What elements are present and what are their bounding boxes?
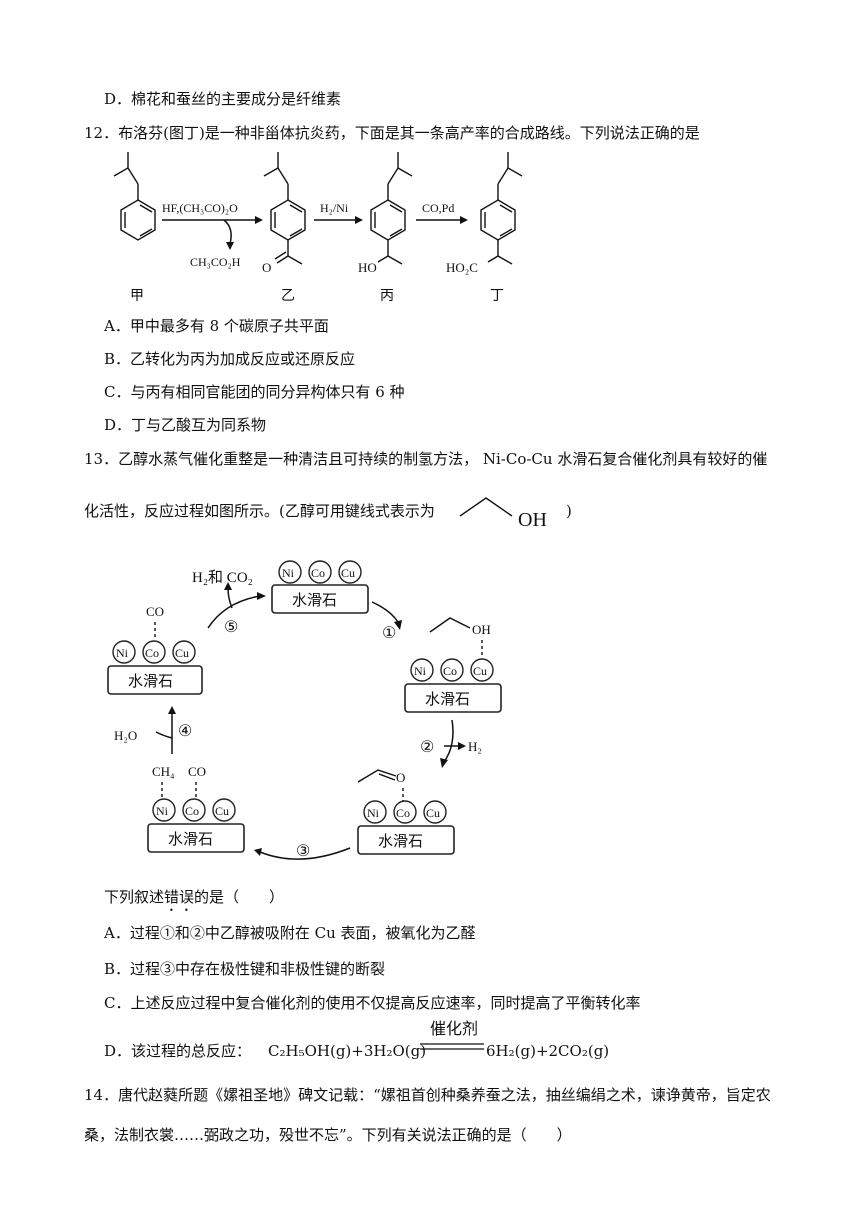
- compound-ding: HO₂C: [446, 152, 523, 275]
- svg-text:CO: CO: [146, 604, 164, 619]
- products-h2-co2: H₂和 CO₂: [192, 569, 253, 586]
- q12-option-c: C．与丙有相同官能团的同分异构体只有 6 种: [104, 383, 405, 401]
- svg-text:CH₄: CH₄: [152, 764, 175, 779]
- step-3: ③: [296, 843, 310, 860]
- svg-text:Ni: Ni: [156, 804, 169, 818]
- carbonyl-o: O: [262, 260, 271, 275]
- svg-text:Co: Co: [185, 804, 199, 818]
- compound-jia: [113, 152, 156, 241]
- step-2: ②: [420, 739, 434, 756]
- reagent-1: HF,(CH₃CO)₂O: [162, 201, 238, 215]
- label-jia: 甲: [130, 289, 144, 304]
- svg-text:Ni: Ni: [282, 566, 295, 580]
- catalyst-top: Ni Co Cu 水滑石: [271, 560, 369, 614]
- q13-option-d-prefix: D．该过程的总反应：: [104, 1042, 252, 1060]
- released-h2: H₂: [468, 739, 482, 754]
- svg-text:Co: Co: [443, 664, 457, 678]
- svg-text:CO: CO: [188, 764, 206, 779]
- q13-stem-line2-end: ): [566, 502, 572, 520]
- q14-line2: 桑，法制衣裳……弼政之功，殁世不忘”。下列有关说法正确的是（ ）: [84, 1126, 572, 1144]
- catalyst-left-co: CO Ni Co Cu 水滑石: [107, 604, 203, 695]
- equation-equals-sign: [420, 1043, 484, 1050]
- reagent-3: CO,Pd: [422, 201, 454, 215]
- q12-option-d: D．丁与乙酸互为同系物: [104, 416, 267, 434]
- compound-bing: HO: [358, 152, 413, 275]
- ethanol-oh: OH: [518, 509, 547, 530]
- catalyst-right-acetaldehyde: O Ni Co Cu 水滑石: [357, 769, 455, 855]
- q13-question: 下列叙述错误的是（ ）: [104, 888, 285, 906]
- svg-text:Cu: Cu: [473, 664, 487, 678]
- q13-option-a: A．过程①和②中乙醇被吸附在 Cu 表面，被氧化为乙醛: [104, 924, 476, 942]
- q13-option-b: B．过程③中存在极性键和非极性键的断裂: [104, 960, 386, 978]
- svg-text:Ni: Ni: [116, 646, 129, 660]
- step-5: ⑤: [224, 619, 238, 636]
- reagent-2: H₂/Ni: [320, 201, 349, 215]
- equation-right: 6H₂(g)+2CO₂(g): [486, 1042, 610, 1060]
- svg-text:Ni: Ni: [414, 664, 427, 678]
- catalyst-left-ch4-co: CH₄ CO Ni Co Cu 水滑石: [147, 764, 245, 853]
- compound-yi: O: [262, 152, 306, 275]
- equation-catalyst: 催化剂: [430, 1019, 479, 1038]
- svg-text:Co: Co: [311, 566, 325, 580]
- svg-text:水滑石: 水滑石: [292, 592, 337, 609]
- hydroxyl-ho: HO: [358, 260, 377, 275]
- svg-text:Ni: Ni: [367, 806, 380, 820]
- q12-stem: 12．布洛芬(图丁)是一种非甾体抗炎药，下面是其一条高产率的合成路线。下列说法正…: [84, 124, 700, 142]
- q14-line1: 14．唐代赵蕤所题《嫘祖圣地》碑文记载：“嫘祖首创种桑养蚕之法，抽丝编绢之术，谏…: [84, 1086, 771, 1104]
- water-h2o: H₂O: [114, 728, 137, 743]
- ethanol-skeletal: OH: [459, 497, 547, 530]
- q12-synthesis-route: HF,(CH₃CO)₂O CH₃CO₂H O H₂/Ni HO: [113, 152, 523, 304]
- q13-catalytic-cycle: Ni Co Cu 水滑石 H₂和 CO₂ ⑤ CO Ni Co Cu 水滑石 ①…: [107, 560, 502, 860]
- byproduct-1: CH₃CO₂H: [190, 255, 241, 269]
- step-1: ①: [382, 625, 396, 642]
- equation-left: C₂H₅OH(g)+3H₂O(g): [268, 1042, 427, 1060]
- q13-option-c: C．上述反应过程中复合催化剂的使用不仅提高反应速率，同时提高了平衡转化率: [104, 994, 641, 1012]
- svg-text:水滑石: 水滑石: [168, 831, 213, 848]
- svg-text:Cu: Cu: [215, 804, 229, 818]
- emphasis-error: 错误: [164, 888, 195, 906]
- svg-text:Cu: Cu: [341, 566, 355, 580]
- svg-text:水滑石: 水滑石: [378, 833, 423, 850]
- svg-text:OH: OH: [472, 622, 491, 637]
- svg-text:Cu: Cu: [175, 646, 189, 660]
- step-4: ④: [178, 723, 192, 740]
- carboxyl-ho2c: HO₂C: [446, 260, 478, 275]
- q12-option-b: B．乙转化为丙为加成反应或还原反应: [104, 350, 356, 368]
- svg-text:水滑石: 水滑石: [425, 691, 470, 708]
- svg-text:Co: Co: [145, 646, 159, 660]
- svg-text:O: O: [396, 770, 405, 785]
- svg-text:Co: Co: [396, 806, 410, 820]
- q13-stem-line2: 化活性，反应过程如图所示。(乙醇可用键线式表示为: [84, 502, 435, 520]
- label-yi: 乙: [281, 288, 295, 304]
- label-ding: 丁: [490, 289, 504, 304]
- catalyst-right-ethanol: OH Ni Co Cu 水滑石: [404, 617, 502, 713]
- q11-option-d: D．棉花和蚕丝的主要成分是纤维素: [104, 90, 342, 108]
- label-bing: 丙: [380, 289, 394, 304]
- q13-stem-line1: 13．乙醇水蒸气催化重整是一种清洁且可持续的制氢方法， Ni-Co-Cu 水滑石…: [84, 450, 768, 468]
- svg-text:水滑石: 水滑石: [128, 673, 173, 690]
- q12-option-a: A．甲中最多有 8 个碳原子共平面: [104, 317, 329, 335]
- svg-text:Cu: Cu: [426, 806, 440, 820]
